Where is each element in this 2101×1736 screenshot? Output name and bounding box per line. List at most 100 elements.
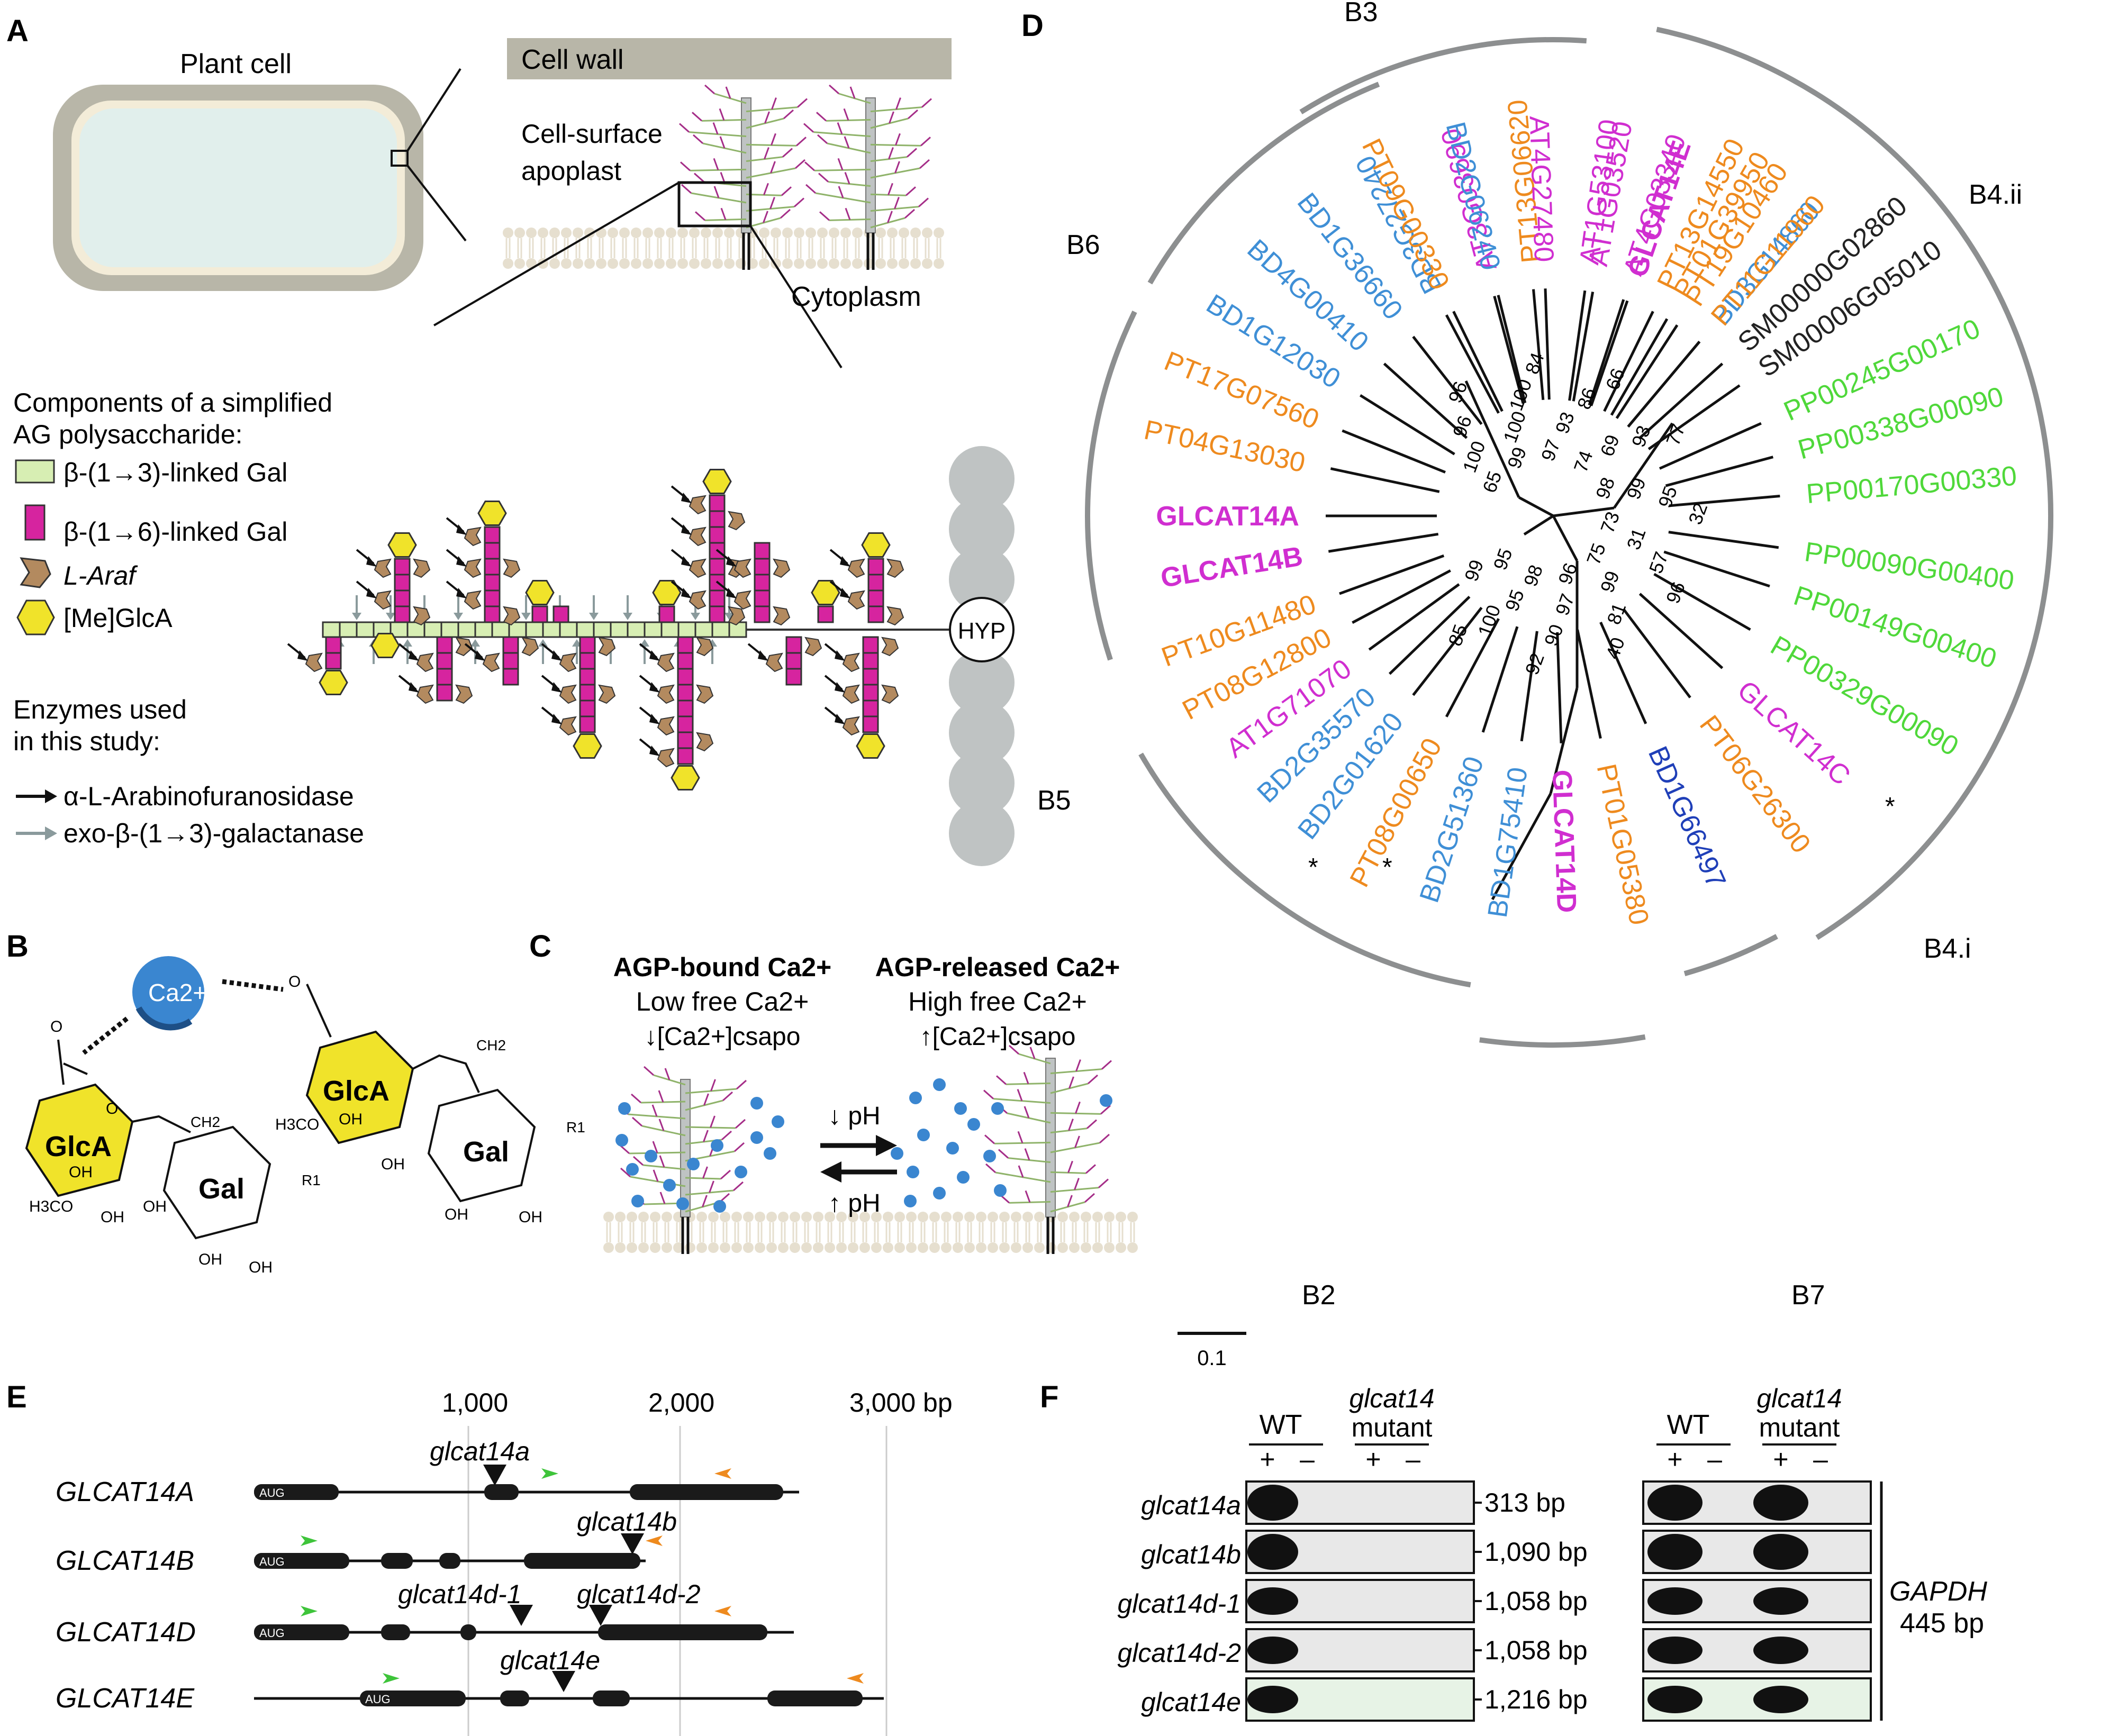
lipid-head — [883, 1242, 893, 1253]
b16-gal-unit — [754, 589, 771, 607]
lipid-head — [1011, 1212, 1021, 1222]
lipid-head — [829, 228, 839, 238]
b16-gal-unit — [709, 558, 726, 576]
calcium-ion — [933, 1187, 946, 1199]
coordination-bond — [222, 979, 284, 992]
glca-ring-left — [25, 1083, 134, 1197]
tree-branch — [1481, 626, 1519, 733]
allele-label: glcat14e — [500, 1646, 600, 1675]
gapdh-band — [1753, 1534, 1808, 1570]
ph-up-label: ↑ pH — [828, 1189, 881, 1217]
ara-residue — [696, 637, 714, 657]
arabinofuranosidase-site — [551, 650, 562, 661]
lipid-head — [836, 1212, 847, 1222]
panel-label-e: E — [6, 1380, 27, 1414]
b16-gal-unit — [862, 684, 879, 702]
ara-residue — [413, 606, 431, 626]
galactanase-site — [521, 613, 531, 620]
tree-branch — [1663, 550, 1770, 588]
lipid-head — [615, 1212, 626, 1222]
calcium-ion — [713, 1200, 726, 1213]
tree-branch — [1520, 631, 1538, 742]
mutant-label: glcat14 — [1349, 1384, 1434, 1413]
lipid-head — [654, 228, 665, 238]
ara-residue — [455, 684, 473, 704]
lipid-head — [848, 1242, 858, 1253]
agp-molecules-c — [618, 1044, 1112, 1254]
glycan-tip — [849, 86, 856, 99]
tree-branch — [1493, 296, 1525, 404]
scale-label: 0.1 — [1197, 1347, 1227, 1370]
glycan-tip — [829, 84, 839, 95]
reverse-primer — [714, 1468, 731, 1479]
glycan-tip — [888, 183, 893, 195]
lipid-head — [899, 258, 909, 269]
exon — [484, 1484, 519, 1500]
glycan-tip — [770, 161, 776, 174]
lipid-head — [755, 1242, 765, 1253]
glycan-tip — [816, 112, 827, 122]
ara-residue — [689, 590, 707, 610]
gene-name: GLCAT14E — [56, 1683, 195, 1714]
glycan-tip — [895, 97, 901, 110]
lipid-head — [685, 1242, 695, 1253]
b13-gal-unit — [711, 621, 730, 638]
glycan-tip — [844, 136, 850, 149]
galactanase-site — [386, 613, 395, 620]
glycan-tip — [709, 1180, 714, 1193]
arabinofuranosidase-site — [649, 746, 660, 756]
b13-gal-unit — [474, 621, 493, 638]
lipid-head — [817, 228, 828, 238]
lane-minus: – — [1300, 1444, 1315, 1474]
glycan-tip — [620, 1167, 631, 1178]
calcium-ion — [954, 1102, 967, 1115]
oh-label: OH — [198, 1251, 222, 1268]
band-size: 1,058 bp — [1484, 1586, 1588, 1616]
lipid-head — [650, 1242, 660, 1253]
arabinofuranosidase-site — [835, 650, 845, 661]
band-size: 1,090 bp — [1484, 1537, 1588, 1567]
asterisk: * — [1885, 793, 1895, 821]
lipid-head — [918, 1212, 928, 1222]
b16-gal-unit — [677, 684, 694, 702]
glycan-tip — [664, 1068, 671, 1080]
exon — [460, 1624, 476, 1640]
legend-b13-swatch — [15, 459, 55, 484]
clade-arc-b6 — [1147, 81, 1380, 285]
b16-gal-unit — [579, 652, 596, 670]
glycan-tip — [1101, 1060, 1112, 1070]
tree-leaf-label: PP00170G00330 — [1805, 460, 2018, 510]
o-label: O — [288, 973, 301, 990]
b16-gal-unit — [436, 636, 453, 654]
panel-label-c: C — [529, 929, 551, 964]
b16-gal-unit — [502, 652, 519, 670]
reverse-primer — [646, 1535, 663, 1546]
lipid-head — [794, 228, 804, 238]
b16-gal-unit — [502, 668, 519, 686]
b16-gal-unit — [754, 605, 771, 623]
ara-residue — [881, 684, 899, 704]
b16-gal-unit — [484, 589, 501, 607]
glycan-tip — [844, 172, 850, 185]
glycan-tip — [908, 109, 918, 120]
lipid-head — [642, 258, 653, 269]
b16-gal-unit — [394, 558, 411, 576]
lipid-head — [654, 258, 665, 269]
tree-branch — [1445, 314, 1500, 414]
ara-residue — [374, 590, 392, 610]
ara-residue — [657, 684, 675, 704]
glycan-tip — [907, 148, 917, 158]
b16-gal-unit — [862, 699, 879, 717]
clade-label: B4.i — [1924, 933, 1971, 964]
glycan-tip — [695, 211, 705, 221]
gapdh-band — [1753, 1637, 1808, 1664]
lipid-head — [988, 1212, 998, 1222]
lipid-head — [1057, 1242, 1068, 1253]
insertion-site — [483, 1465, 506, 1486]
glycan-tip — [904, 208, 915, 219]
tree-branch — [1553, 506, 1615, 517]
exon — [767, 1690, 863, 1706]
lipid-head — [871, 1242, 882, 1253]
lipid-head — [627, 1242, 637, 1253]
